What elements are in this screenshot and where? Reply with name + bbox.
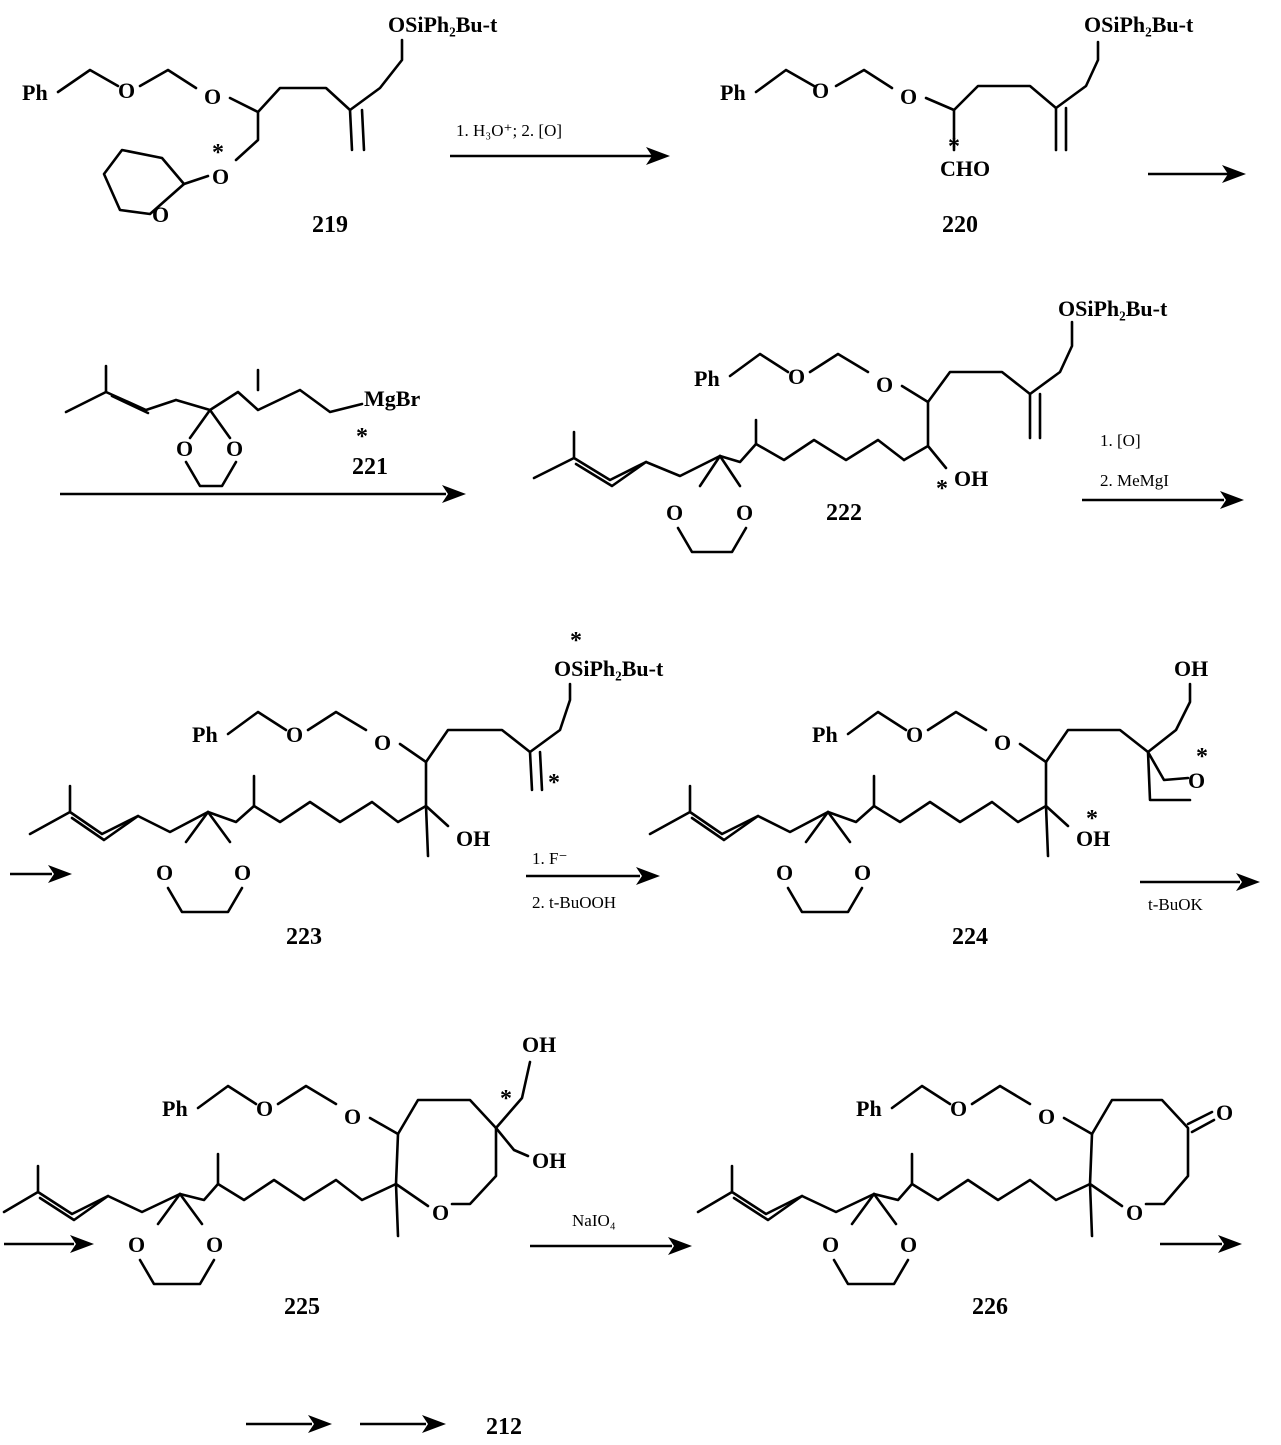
- oxygen-label: O: [854, 860, 871, 885]
- hydroxyl-label: OH: [1076, 826, 1110, 851]
- compound-220-structure: Ph O O OSiPh₂Bu-t * CHO: [720, 12, 1194, 181]
- phenyl-label: Ph: [162, 1096, 188, 1121]
- oxygen-label: O: [1126, 1200, 1143, 1225]
- phenyl-label: Ph: [856, 1096, 882, 1121]
- label-star: *: [570, 628, 582, 654]
- reaction-arrow-step6: NaIO₄: [530, 1211, 692, 1255]
- reaction-arrow-step3: 1. [O] 2. MeMgI: [1082, 431, 1244, 509]
- label-star: *: [948, 134, 960, 160]
- compound-number-226: 226: [972, 1294, 1008, 1320]
- compound-number-223: 223: [286, 924, 322, 950]
- oxygen-label: O: [226, 436, 243, 461]
- oxygen-label: O: [256, 1096, 273, 1121]
- oxygen-label: O: [204, 84, 221, 109]
- reaction-arrow-step1: 1. H₃O⁺; 2. [O]: [450, 121, 670, 165]
- oxygen-label: O: [900, 1232, 917, 1257]
- aldehyde-label: CHO: [940, 156, 990, 181]
- reagent-label-step4-line2: 2. t-BuOOH: [532, 893, 616, 912]
- label-star: *: [1196, 744, 1208, 770]
- reagent-label-step1: 1. H₃O⁺; 2. [O]: [456, 121, 562, 140]
- phenyl-label: Ph: [812, 722, 838, 747]
- reaction-arrow-step4: 1. F⁻ 2. t-BuOOH: [526, 849, 660, 912]
- oxygen-label: O: [736, 500, 753, 525]
- oxygen-label: O: [206, 1232, 223, 1257]
- oxygen-label: O: [876, 372, 893, 397]
- silyl-ether-label: OSiPh₂Bu-t: [554, 656, 664, 681]
- oxygen-label: O: [776, 860, 793, 885]
- compound-223-structure: * OSiPh₂Bu-t Ph O O * OH O O: [28, 628, 664, 914]
- compound-222-structure: Ph O O OSiPh₂Bu-t * OH O O: [532, 296, 1168, 554]
- reaction-arrow-row4-entry: [4, 1235, 94, 1253]
- hydroxyl-label: OH: [522, 1032, 556, 1057]
- reagent-label-step4-line1: 1. F⁻: [532, 849, 567, 868]
- oxygen-label: O: [900, 84, 917, 109]
- phenyl-label: Ph: [720, 80, 746, 105]
- oxygen-label: O: [152, 202, 169, 227]
- oxygen-label: O: [234, 860, 251, 885]
- compound-226-structure: Ph O O O O O O: [696, 1084, 1233, 1286]
- reaction-arrow-step2a: [1148, 165, 1246, 183]
- compound-number-212: 212: [486, 1414, 522, 1440]
- phenyl-label: Ph: [694, 366, 720, 391]
- hydroxyl-label: OH: [456, 826, 490, 851]
- oxygen-label: O: [212, 164, 229, 189]
- oxygen-label: O: [812, 78, 829, 103]
- silyl-ether-label: OSiPh₂Bu-t: [1084, 12, 1194, 37]
- oxygen-label: O: [1216, 1100, 1233, 1125]
- compound-225-structure: OH Ph O O * OH O O O: [2, 1032, 566, 1286]
- hydroxyl-label: OH: [954, 466, 988, 491]
- oxygen-label: O: [128, 1232, 145, 1257]
- compound-number-224: 224: [952, 924, 988, 950]
- reaction-arrow-step7: [1160, 1235, 1242, 1253]
- oxygen-label: O: [156, 860, 173, 885]
- grignard-label: MgBr: [364, 386, 420, 411]
- oxygen-label: O: [1188, 768, 1205, 793]
- oxygen-label: O: [906, 722, 923, 747]
- silyl-ether-label: OSiPh₂Bu-t: [1058, 296, 1168, 321]
- oxygen-label: O: [176, 436, 193, 461]
- phenyl-label: Ph: [192, 722, 218, 747]
- label-star: *: [500, 1086, 512, 1112]
- label-star: *: [936, 476, 948, 502]
- label-star: *: [548, 770, 560, 796]
- reagent-label-step5: t-BuOK: [1148, 895, 1204, 914]
- oxygen-label: O: [950, 1096, 967, 1121]
- reaction-arrow-final-1: [246, 1415, 332, 1433]
- reaction-arrow-row3-entry: [10, 865, 72, 883]
- reaction-arrow-step5: t-BuOK: [1140, 873, 1260, 914]
- oxygen-label: O: [788, 364, 805, 389]
- compound-number-219: 219: [312, 212, 348, 238]
- oxygen-label: O: [344, 1104, 361, 1129]
- oxygen-label: O: [118, 78, 135, 103]
- compound-224-structure: OH Ph O O * O * OH O O: [648, 656, 1208, 914]
- phenyl-label: Ph: [22, 80, 48, 105]
- oxygen-label: O: [432, 1200, 449, 1225]
- compound-number-222: 222: [826, 500, 862, 526]
- reagent-label-step6: NaIO₄: [572, 1211, 616, 1230]
- compound-number-225: 225: [284, 1294, 320, 1320]
- compound-221-structure: MgBr * O O: [64, 364, 420, 488]
- compound-219-structure: Ph O O OSiPh₂Bu-t * O O: [22, 12, 498, 227]
- oxygen-label: O: [994, 730, 1011, 755]
- oxygen-label: O: [822, 1232, 839, 1257]
- reaction-arrow-final-2: [360, 1415, 446, 1433]
- compound-number-221: 221: [352, 454, 388, 480]
- oxygen-label: O: [374, 730, 391, 755]
- label-star: *: [356, 424, 368, 450]
- oxygen-label: O: [286, 722, 303, 747]
- label-star: *: [1086, 806, 1098, 832]
- oxygen-label: O: [666, 500, 683, 525]
- silyl-ether-label: OSiPh₂Bu-t: [388, 12, 498, 37]
- oxygen-label: O: [1038, 1104, 1055, 1129]
- hydroxyl-label: OH: [1174, 656, 1208, 681]
- reaction-arrow-step2b: [60, 485, 466, 503]
- label-star: *: [212, 140, 224, 166]
- reagent-label-step3-line1: 1. [O]: [1100, 431, 1141, 450]
- reagent-label-step3-line2: 2. MeMgI: [1100, 471, 1169, 490]
- hydroxyl-label: OH: [532, 1148, 566, 1173]
- compound-number-220: 220: [942, 212, 978, 238]
